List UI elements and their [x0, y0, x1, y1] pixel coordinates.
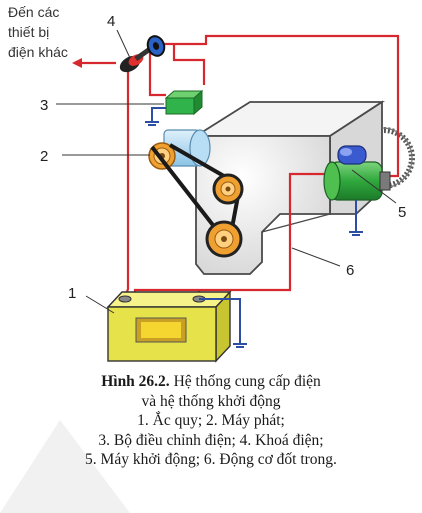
starter-ground: [349, 200, 363, 236]
regulator-ground: [145, 107, 166, 126]
callout-regulator: 3: [40, 97, 48, 114]
callout-generator: 2: [40, 148, 48, 165]
battery-ground: [199, 298, 247, 348]
battery: [106, 290, 232, 363]
caption-legend-line-3: 5. Máy khởi động; 6. Động cơ đốt trong.: [85, 451, 337, 468]
ignition-switch: [119, 35, 166, 73]
figure-number: Hình 26.2.: [101, 373, 170, 390]
caption-title-part-1: Hệ thống cung cấp điện: [169, 373, 321, 390]
caption-title-line-1: Hình 26.2. Hệ thống cung cấp điện: [0, 372, 422, 392]
callout-battery: 1: [68, 285, 76, 302]
callout-ignition-switch: 4: [107, 13, 115, 30]
note-line-3: điện khác: [8, 44, 68, 60]
starter-motor: [323, 145, 391, 201]
leader-lines: [56, 29, 397, 314]
engine-pulleys: [205, 173, 244, 258]
caption-legend-line-2: 3. Bộ điều chỉnh điện; 4. Khoá điện;: [98, 431, 324, 449]
voltage-regulator: [164, 89, 204, 116]
callout-starter-motor: 5: [398, 204, 406, 221]
figure-caption: Hình 26.2. Hệ thống cung cấp điện và hệ …: [0, 372, 422, 470]
arrow-to-other-devices: [72, 58, 82, 68]
callout-engine: 6: [346, 262, 354, 279]
background-shape: [0, 420, 130, 513]
caption-title-line-2: và hệ thống khởi động: [141, 392, 281, 410]
note-line-1: Đến các: [8, 4, 59, 20]
caption-legend-line-1: 1. Ắc quy; 2. Máy phát;: [137, 412, 285, 429]
note-line-2: thiết bị: [8, 24, 49, 40]
